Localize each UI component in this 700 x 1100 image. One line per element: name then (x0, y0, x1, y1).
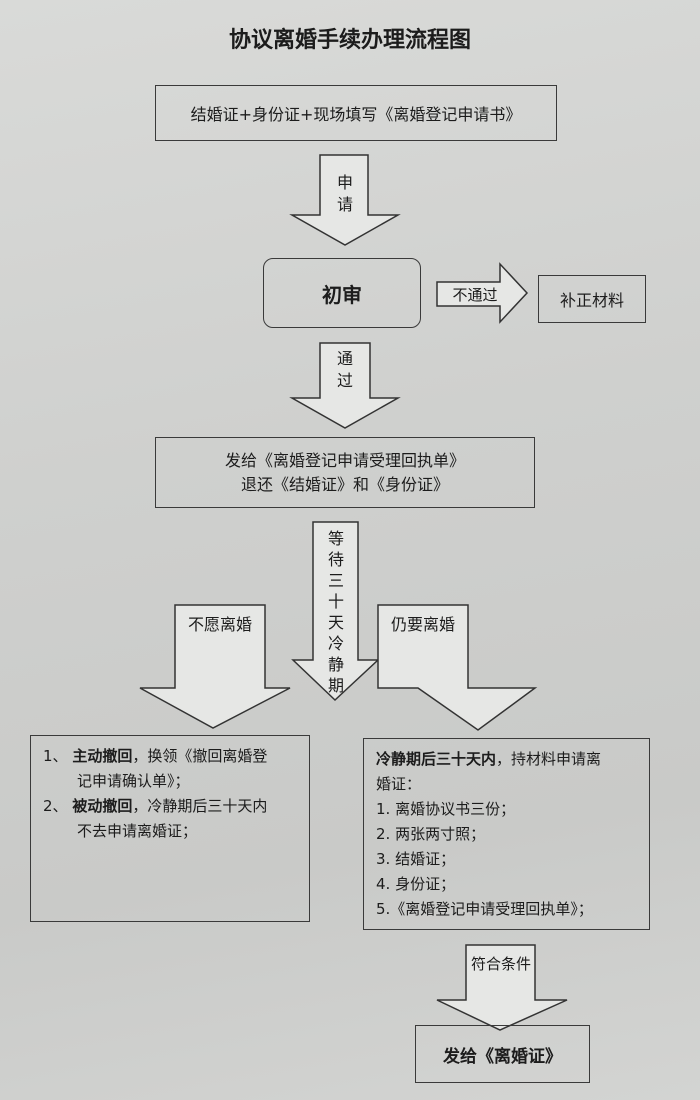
step-initial-review: 初审 (263, 258, 421, 328)
item-number: 1、 (43, 747, 68, 765)
arrow-wait-label: 等待三十天冷静期 (327, 529, 344, 695)
arrow-qualify (436, 944, 568, 1031)
material-item: 4. 身份证； (376, 875, 456, 893)
arrow-still-label: 仍要离婚 (390, 615, 455, 634)
arrow-fail-label: 不通过 (452, 286, 498, 304)
item-number: 2、 (43, 797, 68, 815)
receipt-line-2: 退还《结婚证》和《身份证》 (240, 474, 449, 494)
step-initial-review-text: 初审 (322, 282, 362, 307)
arrow-pass-label: 通过 (336, 349, 353, 390)
withdraw-box: 1、 主动撤回，换领《撤回离婚登 记申请确认单》； 2、 被动撤回，冷静期后三十… (30, 735, 310, 922)
arrow-still (377, 604, 538, 731)
step-issue-certificate-text: 发给《离婚证》 (443, 1046, 562, 1067)
arrow-unwilling-label: 不愿离婚 (187, 615, 252, 634)
arrow-apply-label: 申请 (336, 173, 353, 214)
withdraw-item-2: 2、 被动撤回，冷静期后三十天内 (43, 794, 297, 819)
arrow-wait (291, 521, 380, 702)
material-item: 2. 两张两寸照； (376, 825, 486, 843)
material-item: 3. 结婚证； (376, 850, 456, 868)
receipt-line-1: 发给《离婚登记申请受理回执单》 (224, 450, 465, 470)
material-item: 5.《离婚登记申请受理回执单》； (376, 900, 593, 918)
arrow-fail (436, 262, 529, 324)
item-bold: 主动撤回 (72, 747, 133, 765)
page-title: 协议离婚手续办理流程图 (228, 28, 471, 53)
step-issue-certificate: 发给《离婚证》 (415, 1025, 590, 1083)
item-bold: 被动撤回 (72, 797, 133, 815)
step-receipt: 发给《离婚登记申请受理回执单》 退还《结婚证》和《身份证》 (155, 437, 535, 508)
item-text: ，换领《撤回离婚登 (132, 747, 268, 765)
apply-certificate-box: 冷静期后三十天内，持材料申请离 婚证： 1. 离婚协议书三份； 2. 两张两寸照… (363, 738, 650, 930)
material-item: 1. 离婚协议书三份； (376, 800, 516, 818)
apply-intro: 冷静期后三十天内，持材料申请离 (376, 747, 637, 772)
arrow-pass (289, 342, 401, 429)
withdraw-item-1-cont: 记申请确认单》； (77, 772, 190, 790)
withdraw-item-1: 1、 主动撤回，换领《撤回离婚登 (43, 744, 297, 769)
step-application-materials-text: 结婚证+身份证+现场填写《离婚登记申请书》 (190, 105, 522, 124)
apply-intro-cont: 婚证： (376, 775, 422, 793)
step-correction: 补正材料 (538, 275, 646, 323)
intro-text: ，持材料申请离 (496, 750, 602, 768)
arrow-qualify-label: 符合条件 (470, 955, 531, 973)
arrow-unwilling (139, 604, 291, 729)
intro-bold: 冷静期后三十天内 (376, 750, 497, 768)
step-application-materials: 结婚证+身份证+现场填写《离婚登记申请书》 (155, 85, 557, 141)
arrow-apply (289, 154, 401, 246)
step-correction-text: 补正材料 (559, 291, 624, 310)
withdraw-item-2-cont: 不去申请离婚证； (77, 822, 198, 840)
item-text: ，冷静期后三十天内 (132, 797, 268, 815)
